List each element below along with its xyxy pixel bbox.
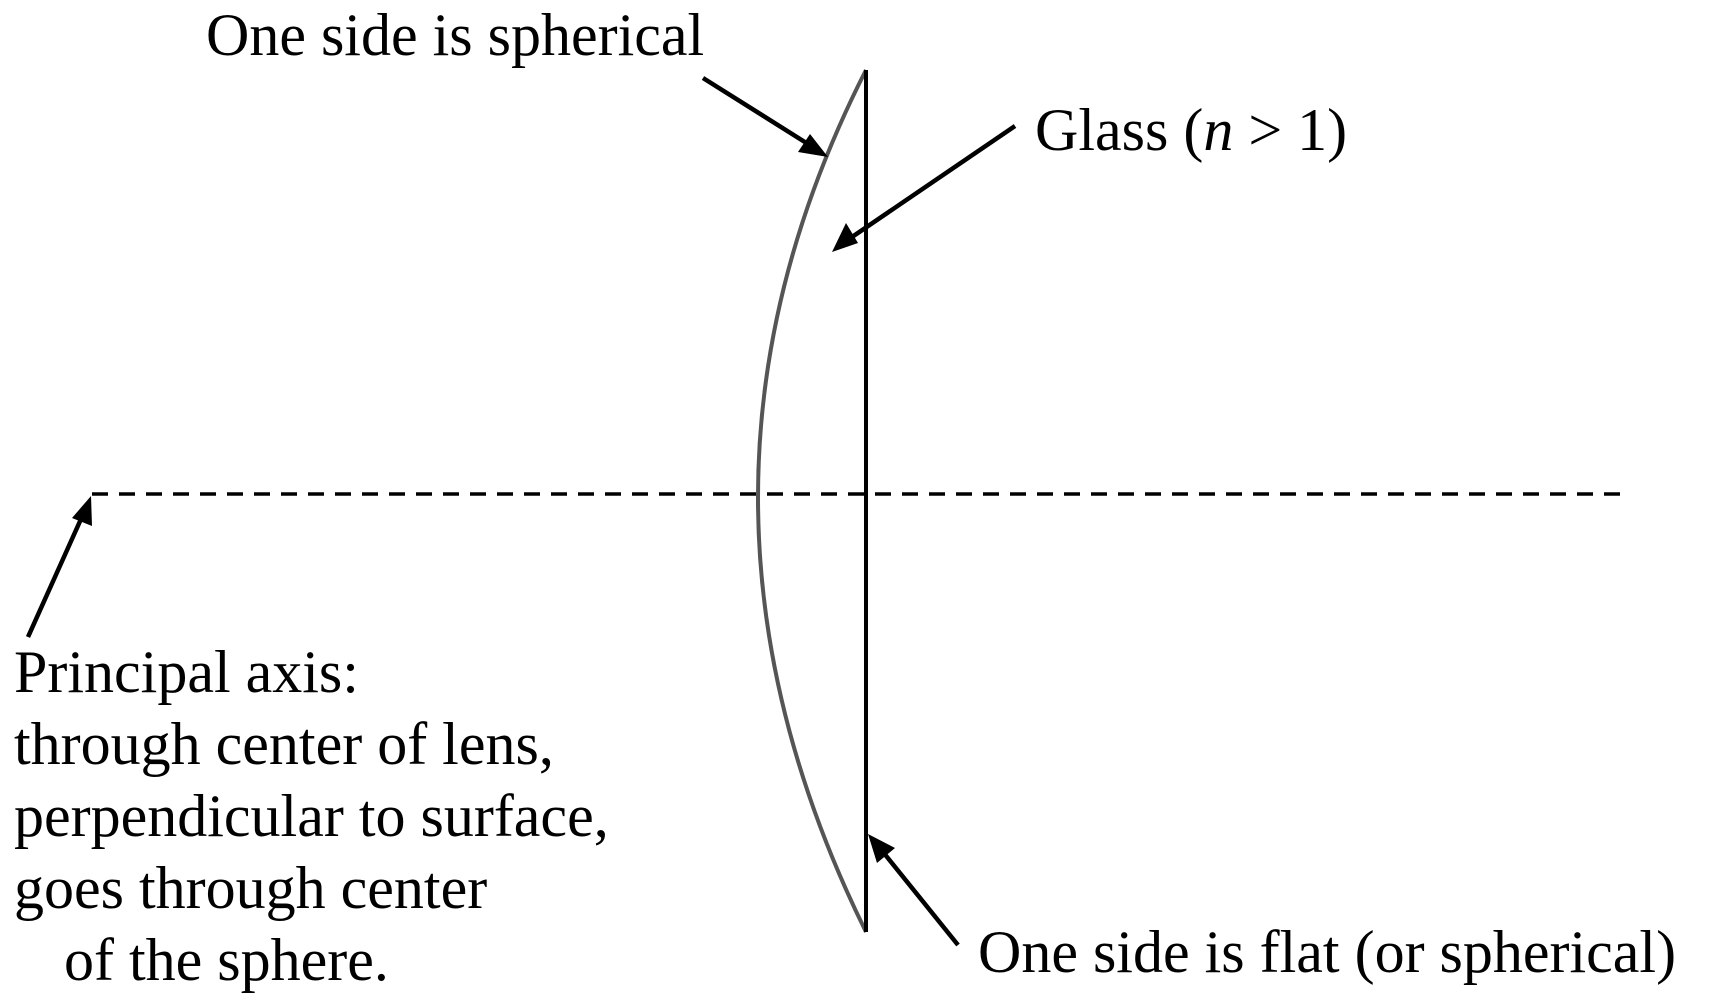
- spherical-side-label: One side is spherical: [206, 2, 704, 68]
- glass-label: Glass (n > 1): [1035, 97, 1347, 163]
- flat-side-label: One side is flat (or spherical): [978, 919, 1676, 985]
- glass-label-prefix: Glass (: [1035, 97, 1203, 163]
- lens-spherical-surface: [756, 69, 868, 933]
- principal-axis-label-line3: perpendicular to surface,: [14, 783, 609, 849]
- spherical-side-arrow: [701, 76, 828, 157]
- glass-label-n: n: [1203, 97, 1233, 163]
- glass-label-suffix: > 1): [1233, 97, 1347, 163]
- glass-arrow: [832, 124, 1017, 252]
- flat-side-arrow: [868, 834, 960, 947]
- principal-axis-label-line5: of the sphere.: [64, 927, 389, 993]
- principal-axis-label-line2: through center of lens,: [14, 711, 554, 777]
- principal-axis-label-line4: goes through center: [14, 855, 487, 921]
- principal-axis-label-line1: Principal axis:: [14, 639, 359, 705]
- principal-axis-arrow: [25, 496, 92, 638]
